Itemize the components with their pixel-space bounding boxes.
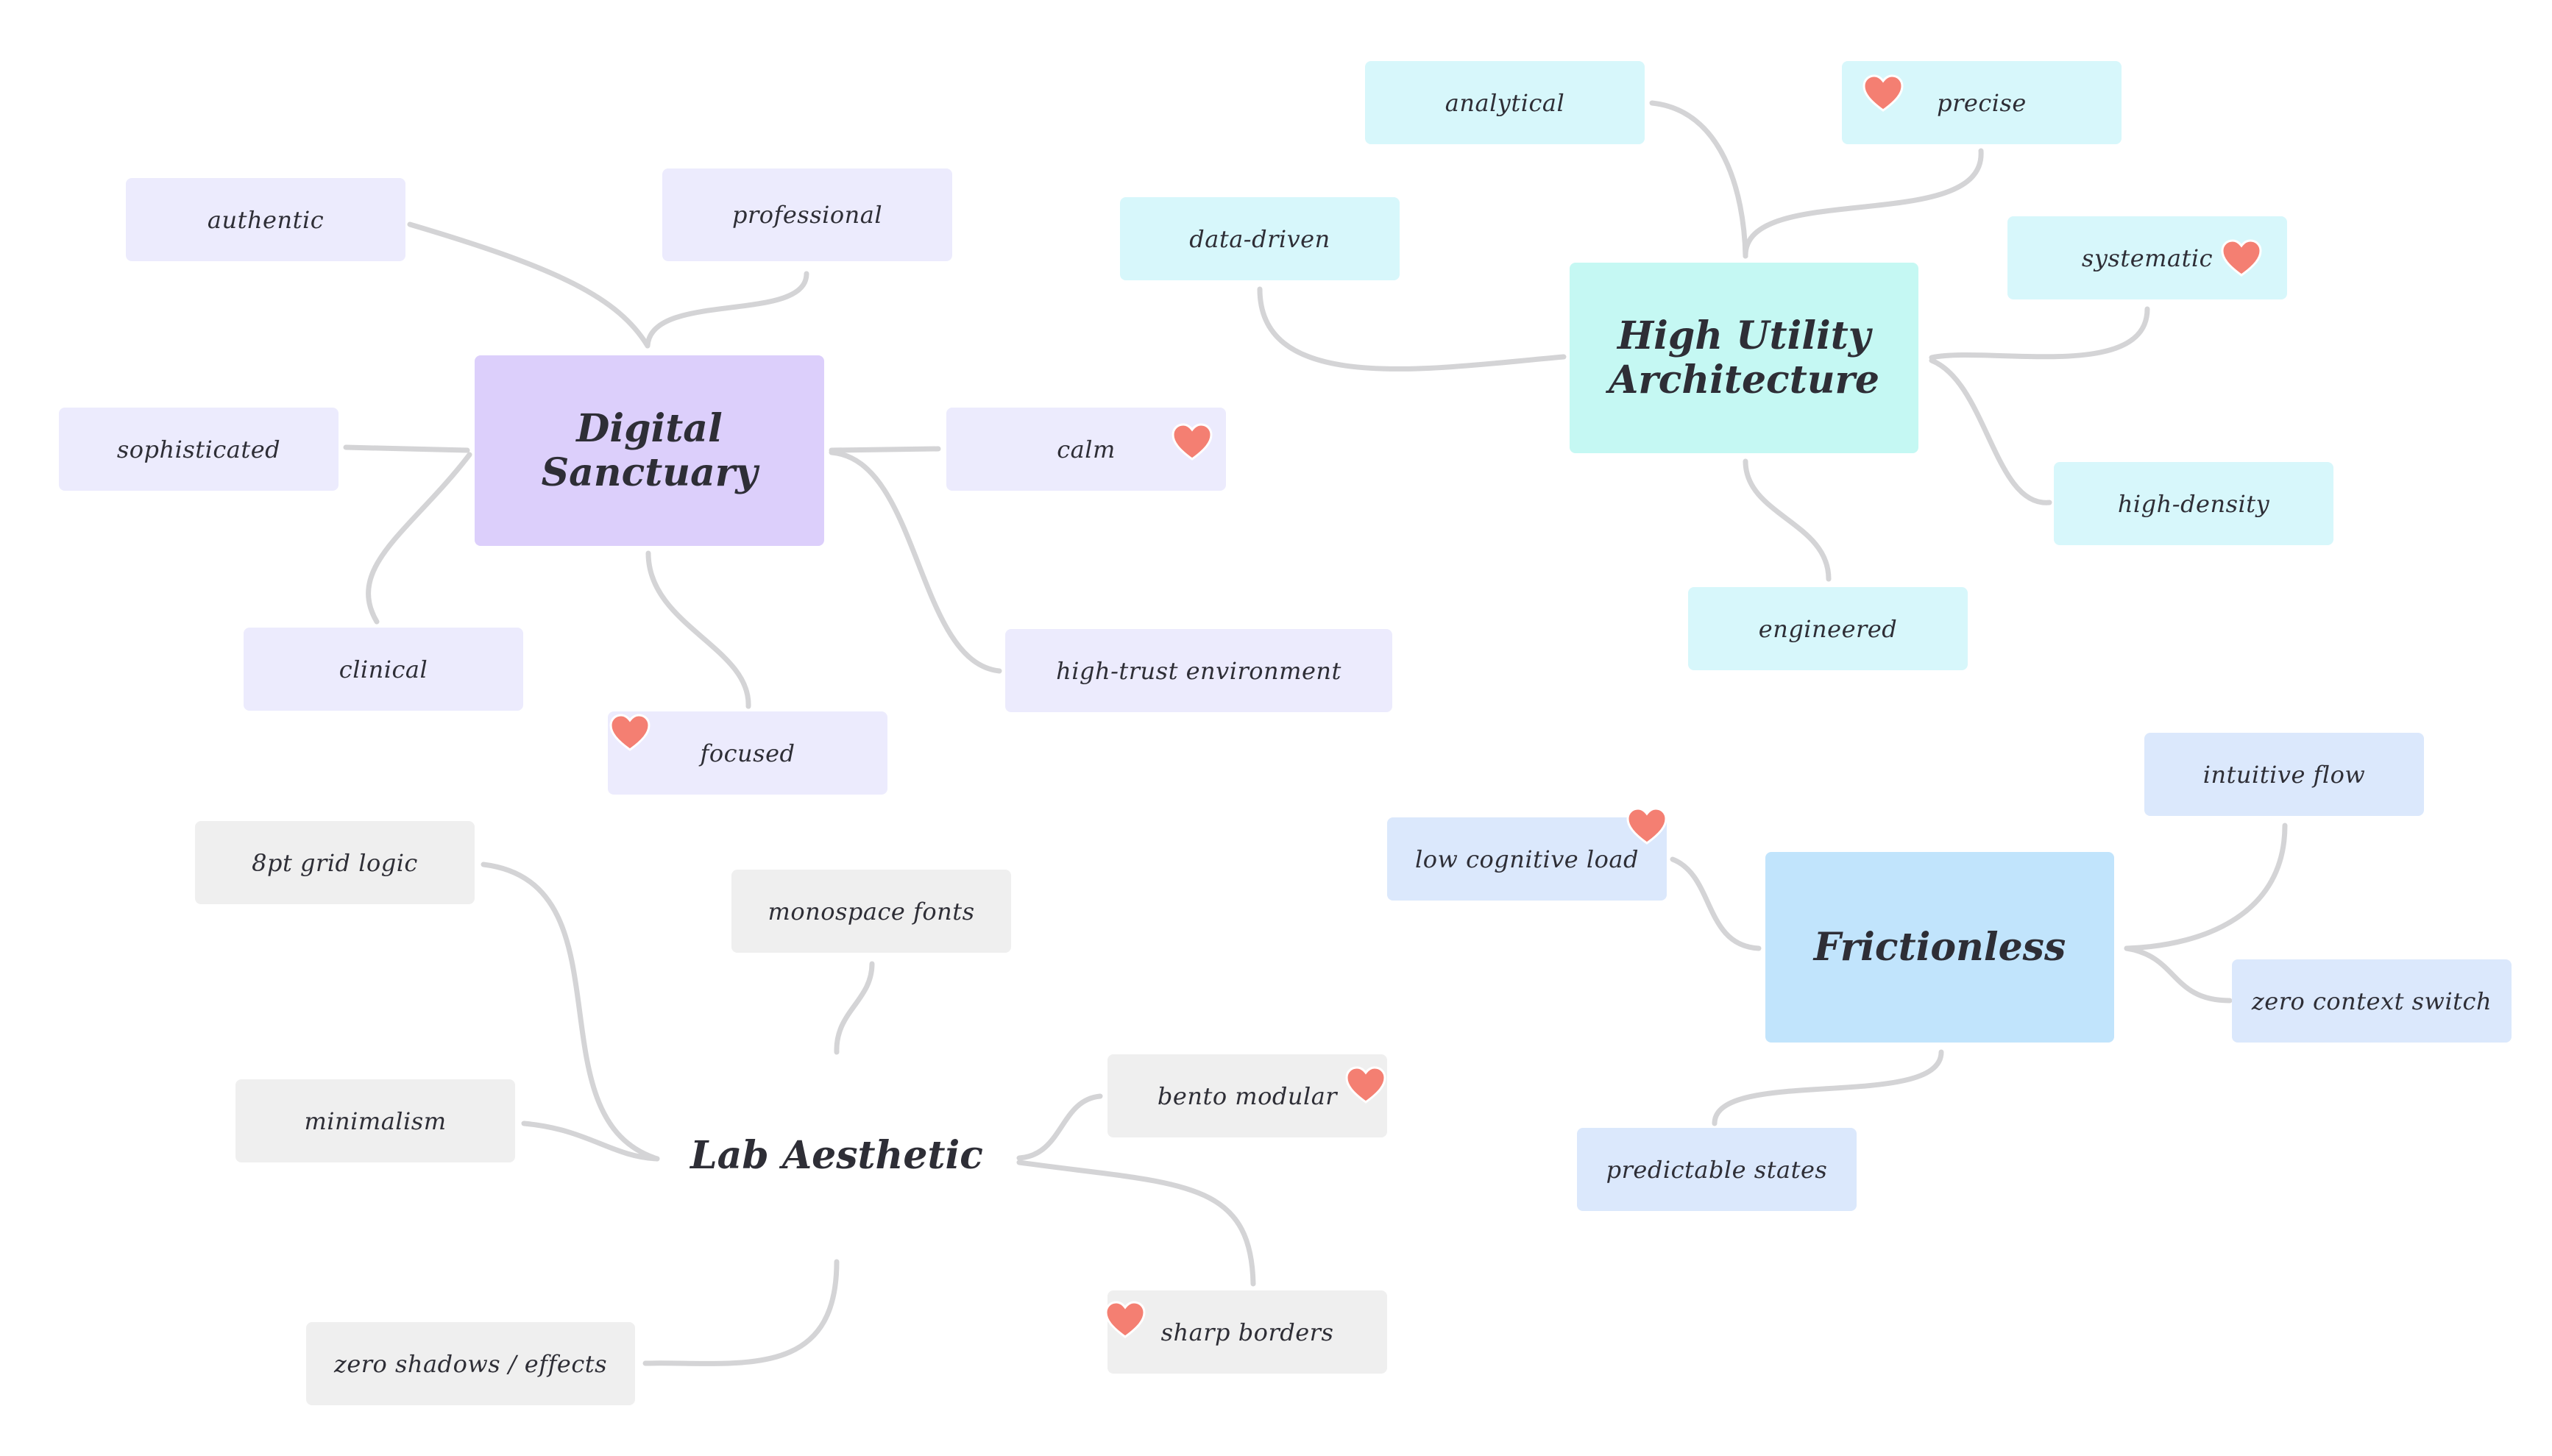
node-label: low cognitive load (1415, 845, 1639, 873)
node-data-driven[interactable]: data-driven (1120, 197, 1400, 280)
connector-clinical (366, 452, 472, 625)
node-label: bento modular (1157, 1082, 1338, 1110)
heart-icon[interactable] (1862, 74, 1904, 113)
connector-data-driven (1257, 286, 1567, 372)
node-clinical[interactable]: clinical (244, 628, 523, 711)
connector-analytical (1649, 100, 1748, 259)
node-zero-context-switch[interactable]: zero context switch (2232, 959, 2512, 1043)
node-label: precise (1937, 88, 2027, 117)
node-label: predictable states (1606, 1155, 1828, 1184)
node-label: clinical (339, 655, 428, 683)
hub-label: Digital Sanctuary (541, 405, 758, 495)
connector-sharp-borders (1016, 1160, 1256, 1287)
connector-zero-shadows (642, 1259, 840, 1366)
node-label: sharp borders (1160, 1318, 1334, 1346)
node-label: high-trust environment (1056, 656, 1341, 685)
connector-high-density (1929, 358, 2052, 505)
node-label: high-density (2117, 489, 2270, 518)
connector-intuitive-flow (2124, 823, 2288, 951)
node-8pt-grid-logic[interactable]: 8pt grid logic (195, 821, 475, 904)
connector-bento (1016, 1093, 1103, 1161)
node-focused[interactable]: focused (608, 711, 887, 795)
connector-sophisticated (343, 444, 470, 453)
node-label: calm (1057, 435, 1116, 464)
node-label: sophisticated (116, 435, 281, 464)
hub-label: Lab Aesthetic (690, 1133, 983, 1179)
node-authentic[interactable]: authentic (126, 178, 405, 261)
connector-professional (645, 271, 809, 349)
node-sophisticated[interactable]: sophisticated (59, 408, 339, 491)
hub-frictionless[interactable]: Frictionless (1765, 852, 2114, 1043)
node-engineered[interactable]: engineered (1688, 587, 1968, 670)
node-label: monospace fonts (768, 897, 975, 926)
node-intuitive-flow[interactable]: intuitive flow (2144, 733, 2424, 816)
connector-authentic (407, 221, 651, 349)
hub-lab-aesthetic[interactable]: Lab Aesthetic (662, 1058, 1012, 1254)
connector-engineered (1743, 458, 1832, 582)
node-label: analytical (1445, 88, 1565, 117)
hub-high-utility-architecture[interactable]: High Utility Architecture (1570, 263, 1918, 453)
connector-grid-logic (481, 862, 660, 1162)
node-minimalism[interactable]: minimalism (235, 1079, 515, 1162)
node-monospace-fonts[interactable]: monospace fonts (731, 870, 1011, 953)
node-high-trust-environment[interactable]: high-trust environment (1005, 629, 1392, 712)
node-high-density[interactable]: high-density (2054, 462, 2333, 545)
node-analytical[interactable]: analytical (1365, 61, 1645, 144)
node-professional[interactable]: professional (662, 168, 952, 261)
node-label: zero shadows / effects (333, 1349, 608, 1378)
heart-icon[interactable] (1105, 1301, 1146, 1339)
connector-monospace (834, 961, 875, 1055)
node-label: engineered (1758, 614, 1898, 643)
hub-label: Frictionless (1813, 924, 2066, 970)
node-label: zero context switch (2251, 987, 2492, 1015)
heart-icon[interactable] (1345, 1066, 1386, 1104)
node-label: focused (700, 739, 795, 767)
node-label: systematic (2081, 244, 2213, 272)
connector-focused (645, 550, 751, 709)
node-predictable-states[interactable]: predictable states (1577, 1128, 1857, 1211)
node-label: minimalism (304, 1107, 447, 1135)
node-label: professional (731, 201, 883, 229)
connector-high-trust (829, 450, 1002, 674)
node-label: data-driven (1189, 224, 1330, 253)
connector-zero-context (2124, 945, 2233, 1004)
node-bento-modular[interactable]: bento modular (1107, 1054, 1387, 1137)
connector-precise (1743, 148, 1984, 259)
node-label: 8pt grid logic (252, 848, 418, 877)
hub-label: High Utility Architecture (1608, 313, 1880, 402)
node-sharp-borders[interactable]: sharp borders (1107, 1290, 1387, 1374)
node-zero-shadows-effects[interactable]: zero shadows / effects (306, 1322, 635, 1405)
connector-minimalism (521, 1121, 660, 1162)
heart-icon[interactable] (1172, 423, 1213, 461)
node-low-cognitive-load[interactable]: low cognitive load (1387, 817, 1667, 901)
connector-calm (829, 446, 941, 453)
connector-low-cognitive (1670, 856, 1762, 951)
connector-systematic (1929, 306, 2150, 361)
heart-icon[interactable] (1626, 807, 1667, 845)
connector-predictable (1712, 1049, 1944, 1126)
node-label: intuitive flow (2202, 760, 2366, 789)
node-label: authentic (207, 205, 325, 234)
hub-digital-sanctuary[interactable]: Digital Sanctuary (475, 355, 824, 546)
heart-icon[interactable] (609, 714, 651, 752)
heart-icon[interactable] (2221, 239, 2262, 277)
